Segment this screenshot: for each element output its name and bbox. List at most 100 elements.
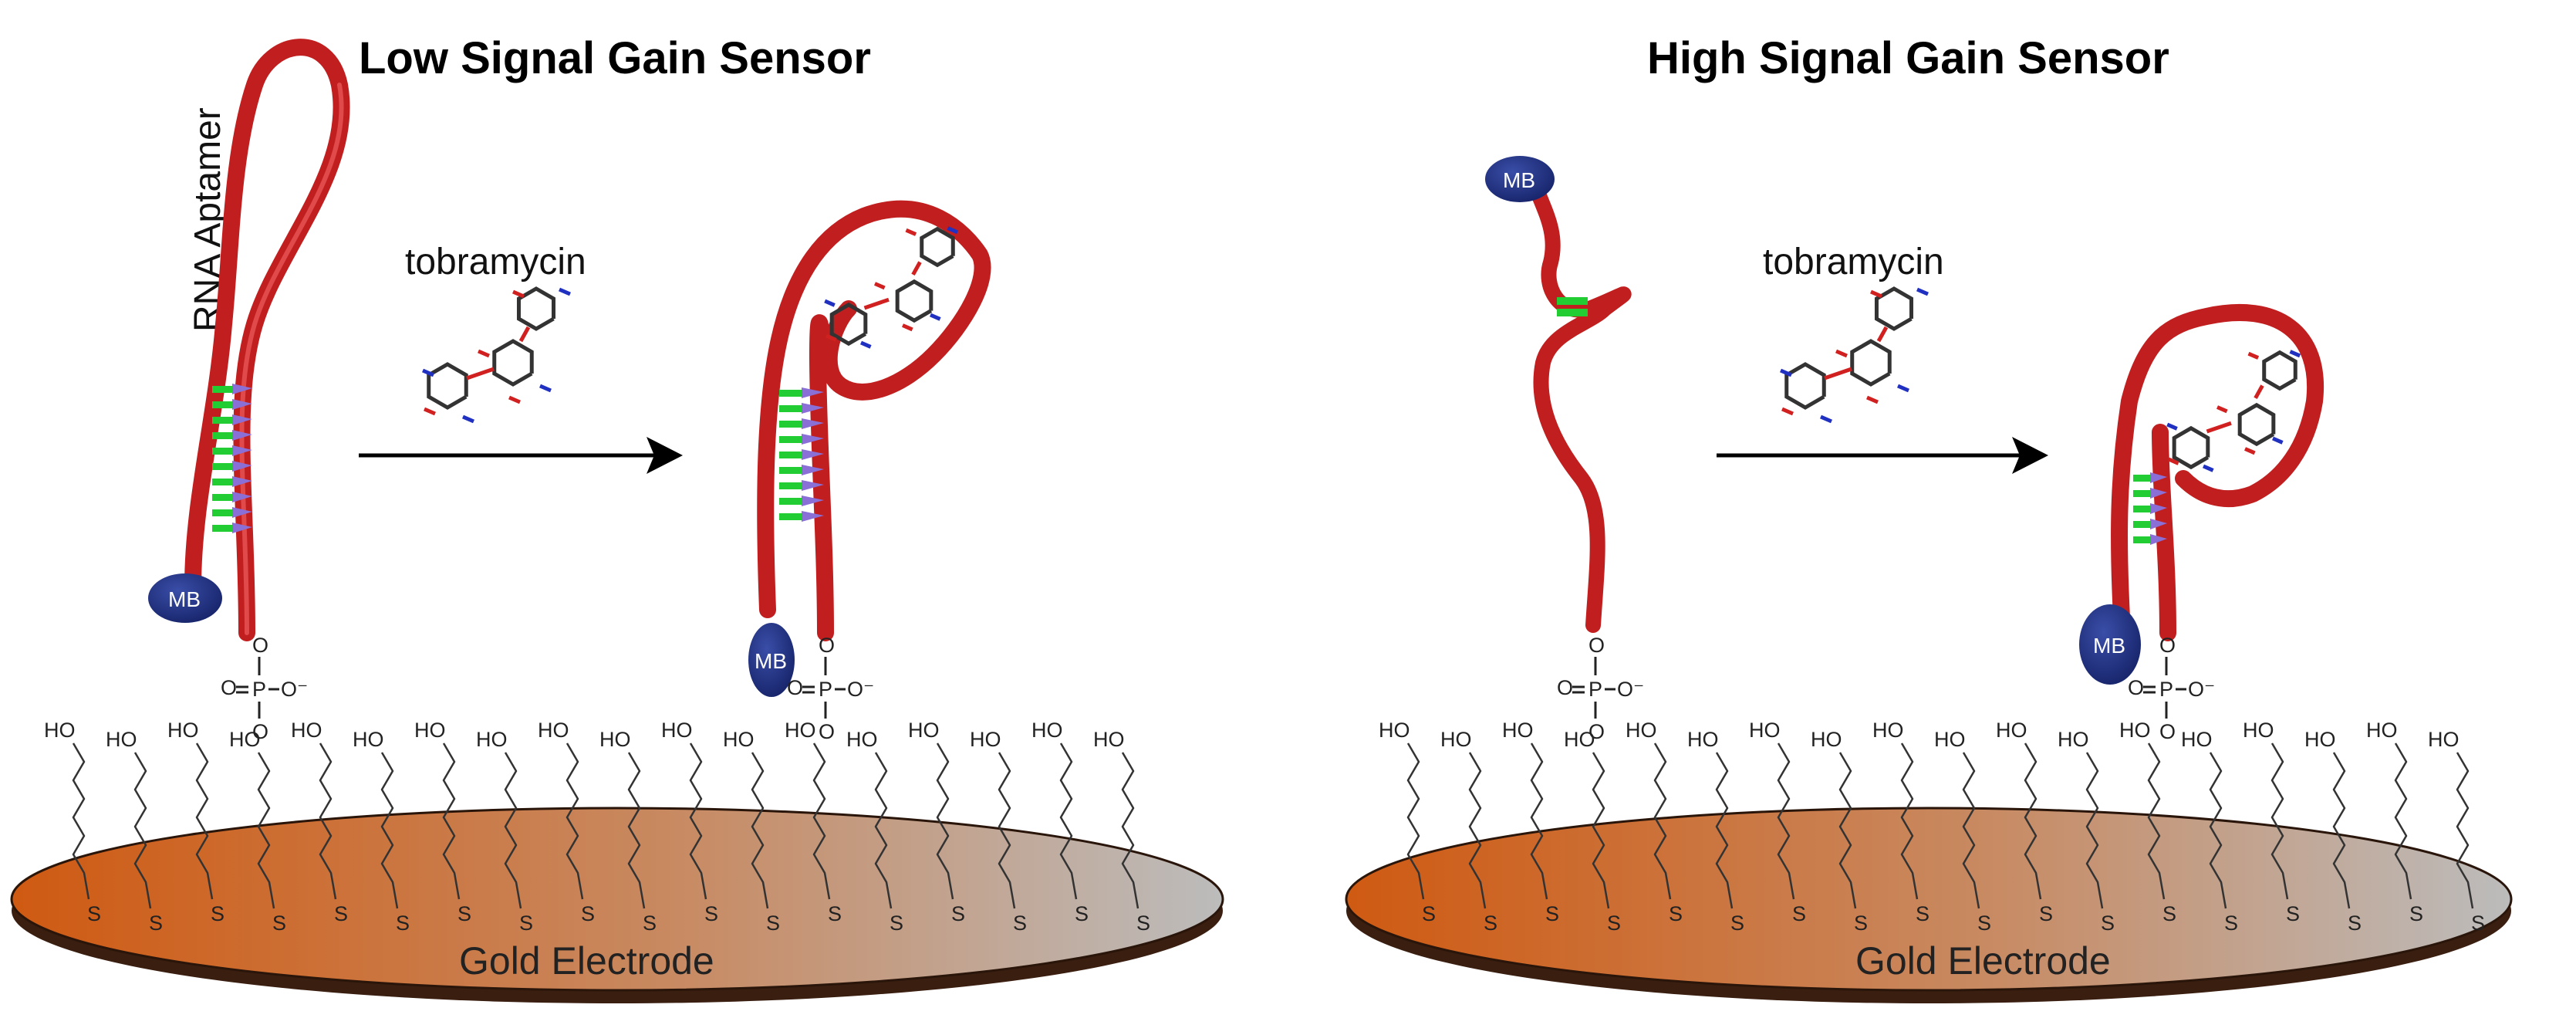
hydroxyl-chain: HOS xyxy=(846,728,903,935)
sulfur-label: S xyxy=(211,902,225,925)
bound-tobramycin xyxy=(824,226,959,349)
sulfur-label: S xyxy=(149,912,163,935)
methylene-blue-tag xyxy=(2079,604,2141,685)
sulfur-label: S xyxy=(1545,902,1559,925)
hydroxyl-chain: HOS xyxy=(44,719,101,925)
oxygen-label: O xyxy=(252,634,268,657)
hydroxyl-label: HO xyxy=(2181,728,2213,751)
base-pair-stack xyxy=(779,387,824,522)
sulfur-label: S xyxy=(2224,912,2238,935)
oxygen-label: O xyxy=(2159,634,2176,657)
hydroxyl-label: HO xyxy=(599,728,631,751)
gold-electrode: Gold Electrode xyxy=(1345,807,2513,1003)
oxygen-label: O xyxy=(2128,676,2144,699)
hydroxyl-chain: HOS xyxy=(1564,728,1621,935)
hydroxyl-chain: HOS xyxy=(1687,728,1744,935)
phosphorus-label: P xyxy=(252,678,266,701)
sulfur-label: S xyxy=(704,902,718,925)
oxygen-label: O xyxy=(1588,720,1605,743)
hydroxyl-label: HO xyxy=(1093,728,1125,751)
hydroxyl-chain: HOS xyxy=(908,719,965,925)
oxygen-label: O xyxy=(252,720,268,743)
sulfur-label: S xyxy=(2471,912,2485,935)
oxygen-label: O xyxy=(787,676,803,699)
sulfur-label: S xyxy=(581,902,595,925)
sulfur-label: S xyxy=(951,902,965,925)
hydroxyl-label: HO xyxy=(291,719,322,742)
hydroxyl-chain: HOS xyxy=(2058,728,2115,935)
hydroxyl-label: HO xyxy=(2243,719,2274,742)
tobramycin-molecule xyxy=(422,286,571,424)
sulfur-label: S xyxy=(2409,902,2423,925)
sulfur-label: S xyxy=(766,912,780,935)
sulfur-label: S xyxy=(272,912,286,935)
sulfur-label: S xyxy=(457,902,471,925)
oxyanion-label: O⁻ xyxy=(2188,678,2215,701)
hydroxyl-chain: HOS xyxy=(1440,728,1497,935)
hydroxyl-chain: HOS xyxy=(414,719,471,925)
hydroxyl-label: HO xyxy=(229,728,261,751)
oxyanion-label: O⁻ xyxy=(847,678,874,701)
hydroxyl-chain: HO S xyxy=(291,719,348,925)
hydroxyl-chain: HOS xyxy=(167,719,225,925)
monolayer-chains: HOSHOSHOSHOSHOSHOSHOSHOSHOSHOSHOSHOSHOSH… xyxy=(1379,719,2485,935)
hydroxyl-label: HO xyxy=(476,728,508,751)
base-pair-stack xyxy=(2133,472,2167,545)
sulfur-label: S xyxy=(1792,902,1806,925)
hydroxyl-chain: HOS xyxy=(1934,728,1991,935)
hydroxyl-label: HO xyxy=(661,719,693,742)
hydroxyl-label: HO xyxy=(1749,719,1781,742)
hydroxyl-chain: HO S xyxy=(229,728,286,935)
sulfur-label: S xyxy=(2348,912,2362,935)
hydroxyl-label: HO xyxy=(1934,728,1966,751)
panel-high-signal: High Signal Gain Sensor Gold Electrode H… xyxy=(1345,33,2513,1003)
target-label: tobramycin xyxy=(405,242,586,282)
hydroxyl-chain: HOS xyxy=(1379,719,1436,925)
sulfur-label: S xyxy=(1607,912,1621,935)
sulfur-label: S xyxy=(1075,902,1089,925)
hydroxyl-label: HO xyxy=(1626,719,1657,742)
panel-title: Low Signal Gain Sensor xyxy=(359,33,871,83)
methylene-blue-tag xyxy=(148,573,222,623)
hydroxyl-label: HO xyxy=(2366,719,2398,742)
hydroxyl-chain: HO S xyxy=(476,728,533,935)
hydroxyl-chain: HOS xyxy=(785,719,842,925)
oxygen-label: O xyxy=(2159,720,2176,743)
hydroxyl-chain: HOS xyxy=(2428,728,2485,935)
hydroxyl-label: HO xyxy=(1502,719,1534,742)
hydroxyl-label: HO xyxy=(1811,728,1842,751)
oxyanion-label: O⁻ xyxy=(1617,678,1644,701)
hydroxyl-label: HO xyxy=(1996,719,2027,742)
hydroxyl-label: HO xyxy=(106,728,137,751)
sulfur-label: S xyxy=(2162,902,2176,925)
bound-tobramycin xyxy=(2166,350,2301,472)
oxygen-label: O xyxy=(1588,634,1605,657)
hydroxyl-label: HO xyxy=(1872,719,1904,742)
monolayer-chains: HOSHOSHOSHOSHOSHOSHOSHOSHOSHOSHOSHOSHOSH… xyxy=(44,719,1150,935)
sulfur-label: S xyxy=(1669,902,1683,925)
phosphorus-label: P xyxy=(2159,678,2173,701)
hydroxyl-chain: HO S xyxy=(1872,719,1929,925)
hydroxyl-label: HO xyxy=(970,728,1001,751)
oxyanion-label: O⁻ xyxy=(281,678,308,701)
hydroxyl-label: HO xyxy=(1687,728,1719,751)
hydroxyl-chain: HO S xyxy=(2304,728,2362,935)
sulfur-label: S xyxy=(1136,912,1150,935)
hydroxyl-label: HO xyxy=(2304,728,2336,751)
target-label: tobramycin xyxy=(1763,242,1944,282)
sulfur-label: S xyxy=(334,902,348,925)
hydroxyl-chain: HO S xyxy=(2243,719,2300,925)
methylene-blue-tag xyxy=(1485,156,1555,202)
sulfur-label: S xyxy=(2039,902,2053,925)
hydroxyl-chain: HO S xyxy=(106,728,163,935)
oxygen-label: O xyxy=(819,720,835,743)
sulfur-label: S xyxy=(1916,902,1929,925)
sulfur-label: S xyxy=(2286,902,2300,925)
panel-title: High Signal Gain Sensor xyxy=(1647,33,2169,83)
hydroxyl-label: HO xyxy=(1440,728,1472,751)
sulfur-label: S xyxy=(890,912,903,935)
sulfur-label: S xyxy=(519,912,533,935)
